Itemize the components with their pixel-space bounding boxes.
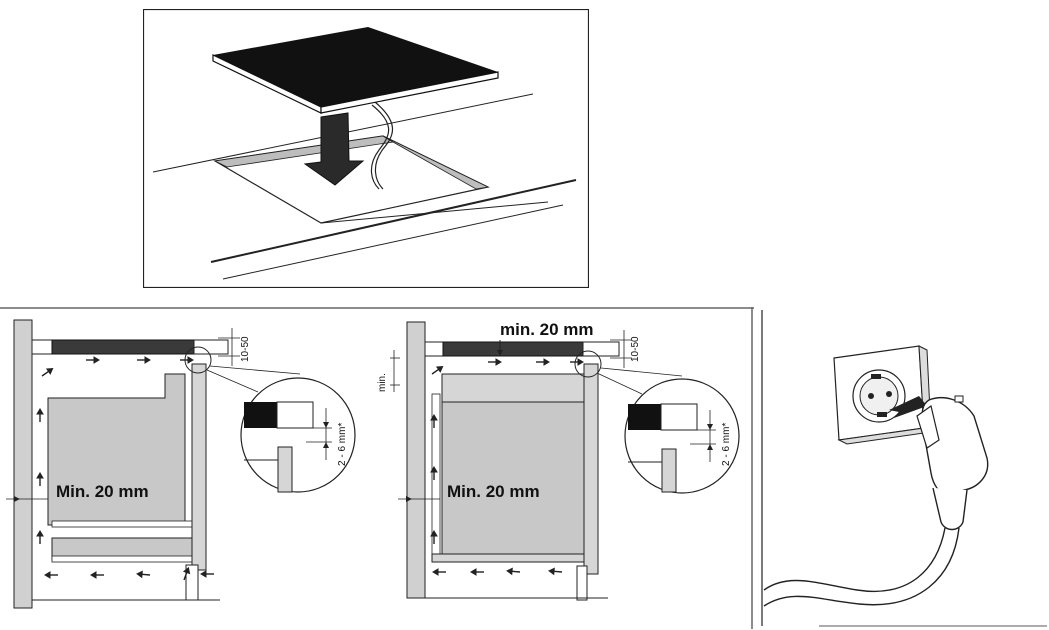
cooktop-bar <box>51 339 195 355</box>
cabinet-side <box>191 363 207 571</box>
wall <box>406 321 426 599</box>
cabinet-side <box>583 363 599 575</box>
hob-installation-illustration <box>143 9 589 288</box>
min-distance-label: Min. 20 mm <box>447 482 540 501</box>
worktop-edge-front <box>210 179 577 263</box>
min-distance-label: Min. 20 mm <box>56 482 149 501</box>
oven-body <box>441 401 585 555</box>
gap-detail-label: 2 - 6 mm* <box>337 423 348 466</box>
cable-icon <box>763 527 946 592</box>
wall <box>13 319 33 609</box>
gap-dimension <box>218 328 240 366</box>
gap-detail-label: 2 - 6 mm* <box>721 423 732 466</box>
airflow-arrows <box>430 358 584 576</box>
hob-installation-panel <box>143 9 589 288</box>
plug-icon <box>916 395 989 531</box>
hob-icon <box>212 27 499 114</box>
cabinet-diagram-middle: min. 20 mm 10-50 min. <box>370 310 752 610</box>
gap-top-label: 10-50 <box>240 336 251 362</box>
cabinet-diagram-left: 10-50 Min. 20 mm <box>0 310 370 610</box>
airflow-arrows <box>36 356 214 581</box>
gap-top-label: 10-50 <box>630 336 641 362</box>
plug-socket-panel <box>759 308 1047 628</box>
cable-icon <box>374 101 393 190</box>
socket-icon <box>833 345 933 445</box>
oven-body <box>47 373 186 526</box>
detail-magnifier <box>240 377 356 493</box>
detail-magnifier <box>624 378 740 494</box>
arrow-icon <box>889 396 927 418</box>
arrow-down-icon <box>303 112 365 186</box>
min-top-label: min. 20 mm <box>500 320 594 339</box>
ventilation-panel <box>0 307 754 629</box>
worktop-edge-lower <box>222 204 564 280</box>
gap-dimension <box>610 330 632 368</box>
cooktop-bar <box>442 341 584 357</box>
min-vertical-label: min. <box>377 373 388 392</box>
